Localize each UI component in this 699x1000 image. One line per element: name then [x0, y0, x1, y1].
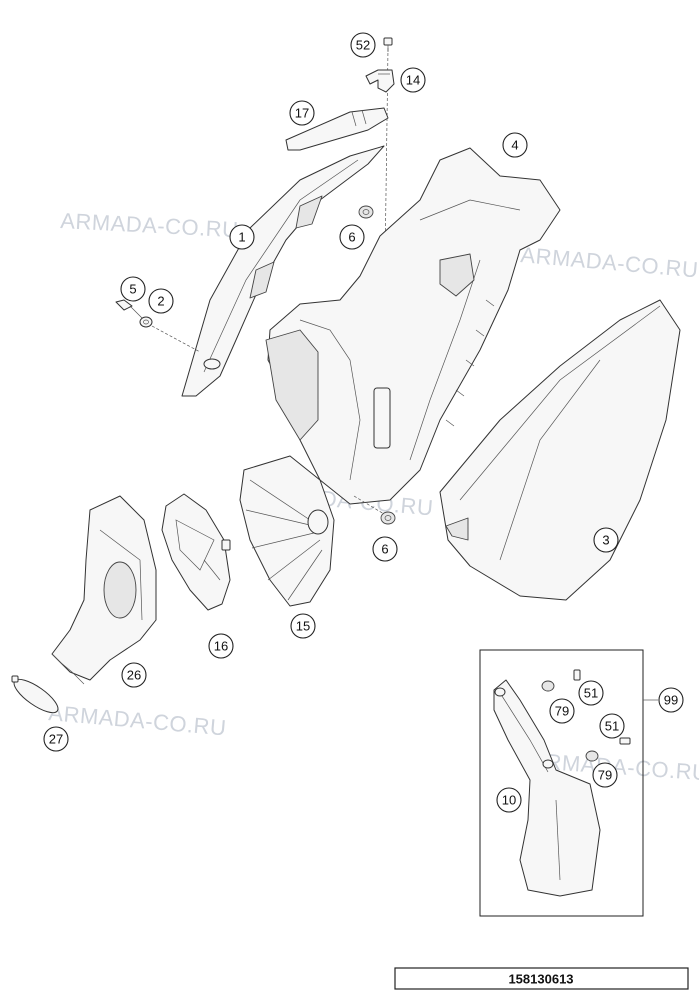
- watermark-1: ARMADA-CO.RU: [60, 208, 239, 242]
- kit-box-99: [479, 649, 644, 917]
- callout-26: 26: [121, 662, 147, 688]
- svg-text:26: 26: [127, 668, 141, 683]
- watermark-4: ARMADA-CO.RU: [48, 700, 228, 740]
- svg-text:14: 14: [406, 73, 420, 88]
- air-box-part-4: [265, 147, 561, 505]
- svg-text:17: 17: [295, 106, 309, 121]
- callout-27: 27: [43, 726, 69, 752]
- filter-cage-part-15: [239, 455, 335, 607]
- screw-part-51-upper: [573, 669, 581, 681]
- callout-4: 4: [502, 132, 528, 158]
- callout-79-lower: 79: [592, 762, 618, 788]
- svg-text:10: 10: [502, 793, 516, 808]
- callout-5: 5: [120, 276, 146, 302]
- svg-text:4: 4: [511, 138, 518, 153]
- svg-text:15: 15: [296, 619, 310, 634]
- callout-6-lower: 6: [372, 536, 398, 562]
- svg-text:6: 6: [348, 230, 355, 245]
- callout-6-upper: 6: [339, 224, 365, 250]
- side-cover-part-1: [181, 145, 385, 397]
- washer-part-2: [139, 316, 153, 328]
- callout-99: 99: [658, 687, 684, 713]
- leader-line-6: [353, 495, 385, 515]
- leader-line-2: [151, 325, 201, 353]
- document-number-box: 158130613: [394, 967, 689, 990]
- callout-51-upper: 51: [578, 680, 604, 706]
- clamp-ring-part-27: [11, 675, 59, 714]
- svg-text:51: 51: [605, 719, 619, 734]
- svg-text:2: 2: [157, 294, 164, 309]
- screw-part-52: [383, 37, 393, 52]
- grommet-part-6-upper: [358, 205, 374, 219]
- callout-79-upper: 79: [549, 698, 575, 724]
- callout-15: 15: [290, 613, 316, 639]
- grommet-part-6-lower: [380, 511, 396, 525]
- callout-51-lower: 51: [599, 713, 625, 739]
- svg-text:1: 1: [238, 230, 245, 245]
- callout-2: 2: [148, 288, 174, 314]
- strap-part-17: [285, 107, 389, 151]
- svg-text:79: 79: [598, 768, 612, 783]
- svg-text:3: 3: [602, 533, 609, 548]
- callout-3: 3: [593, 527, 619, 553]
- callout-52: 52: [350, 32, 376, 58]
- mud-flap-part-10: [493, 679, 601, 897]
- screw-part-5: [115, 299, 143, 319]
- filter-holder-part-16: [161, 493, 231, 611]
- svg-text:51: 51: [584, 686, 598, 701]
- washer-part-79-lower: [585, 750, 599, 762]
- clip-part-14: [365, 69, 395, 93]
- svg-text:79: 79: [555, 704, 569, 719]
- callout-14: 14: [400, 67, 426, 93]
- callout-10: 10: [496, 787, 522, 813]
- watermark-2: ARMADA-CO.RU: [520, 242, 699, 282]
- right-cover-part-3: [439, 299, 681, 601]
- svg-text:6: 6: [381, 542, 388, 557]
- intake-boot-part-26: [51, 495, 157, 685]
- washer-part-79-upper: [541, 680, 555, 692]
- svg-text:16: 16: [214, 639, 228, 654]
- svg-text:52: 52: [356, 38, 370, 53]
- callout-17: 17: [289, 100, 315, 126]
- callout-1: 1: [229, 224, 255, 250]
- screw-part-51-lower: [619, 737, 631, 745]
- svg-text:27: 27: [49, 732, 63, 747]
- document-number: 158130613: [508, 972, 573, 987]
- svg-text:5: 5: [129, 282, 136, 297]
- svg-text:99: 99: [664, 693, 678, 708]
- callout-16: 16: [208, 633, 234, 659]
